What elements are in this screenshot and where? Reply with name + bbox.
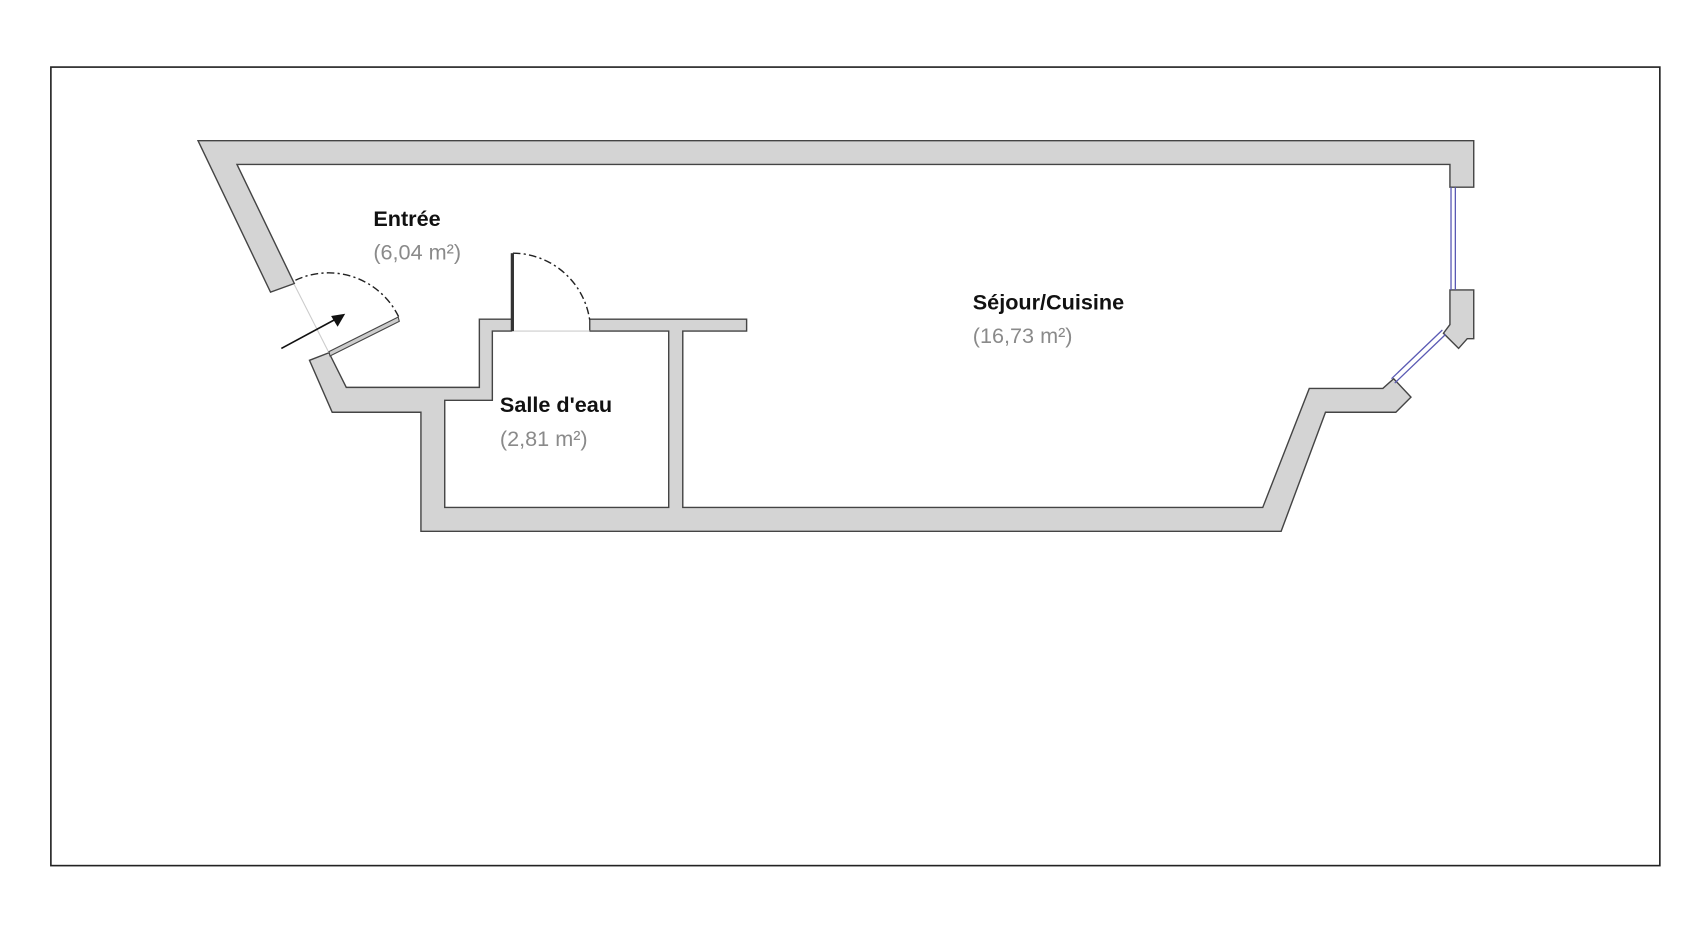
room-area: (6,04 m²) — [373, 240, 461, 265]
wall-right-pillar — [1442, 289, 1475, 350]
window-diagonal — [1391, 329, 1447, 384]
room-entree: Entrée (6,04 m²) — [373, 206, 461, 265]
wall-lower — [308, 318, 1412, 532]
room-sejour-cuisine: Séjour/Cuisine (16,73 m²) — [973, 289, 1124, 348]
plan-frame — [50, 66, 1661, 867]
wall-top — [196, 139, 1475, 294]
room-name: Entrée — [373, 206, 440, 231]
entry-arrow-icon — [331, 313, 346, 327]
room-name: Séjour/Cuisine — [973, 289, 1124, 314]
bathroom-door — [510, 252, 591, 332]
room-area: (2,81 m²) — [500, 426, 588, 451]
room-salle-deau: Salle d'eau (2,81 m²) — [500, 392, 612, 451]
room-area: (16,73 m²) — [973, 323, 1073, 348]
window-right — [1450, 187, 1456, 290]
room-name: Salle d'eau — [500, 392, 612, 417]
entry-door — [280, 272, 400, 357]
